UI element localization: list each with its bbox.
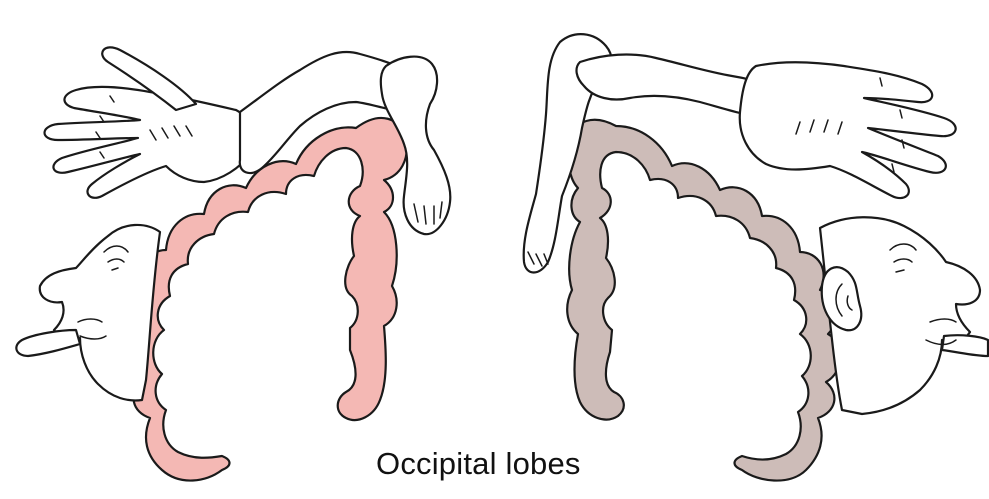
- right-hemisphere: [567, 120, 840, 481]
- occipital-lobes-label: Occipital lobes: [376, 446, 636, 482]
- right-cortex-band: [567, 120, 840, 481]
- left-face: [40, 225, 160, 401]
- right-tongue: [942, 335, 988, 356]
- left-hemisphere: [127, 118, 406, 481]
- right-hand: [740, 62, 956, 198]
- left-cortex-band: [127, 118, 406, 481]
- left-hand: [45, 87, 254, 198]
- left-tongue: [16, 330, 80, 356]
